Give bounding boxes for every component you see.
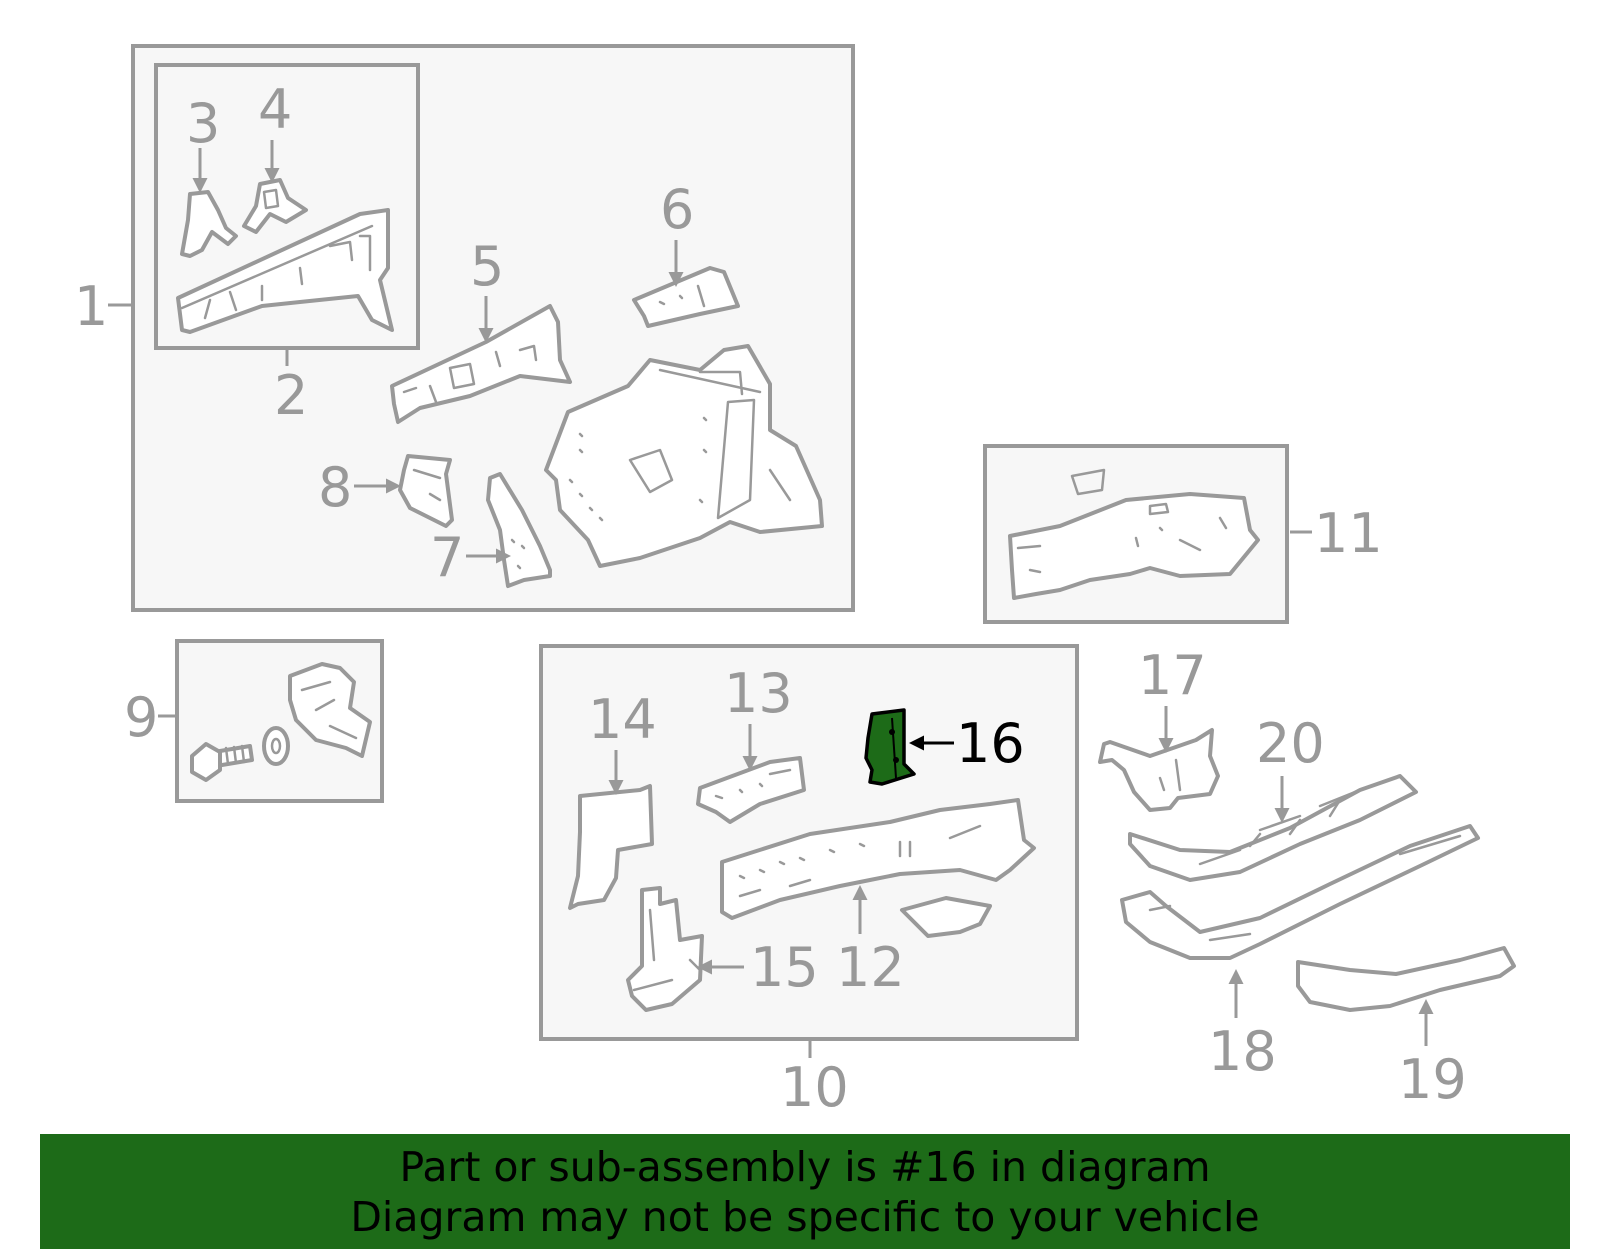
part-18-rocker bbox=[1120, 824, 1480, 960]
part-6-bracket bbox=[632, 266, 740, 328]
part-15-bracket bbox=[626, 886, 704, 1012]
part-8-bracket bbox=[398, 454, 454, 528]
callout-16-highlighted[interactable]: 16 bbox=[956, 712, 1025, 775]
part-12-bracket bbox=[900, 896, 992, 938]
part-9-bolt bbox=[190, 742, 254, 782]
callout-10: 10 bbox=[780, 1056, 849, 1119]
part-16-highlighted[interactable] bbox=[864, 708, 916, 786]
callout-5: 5 bbox=[470, 235, 504, 298]
info-banner: Part or sub-assembly is #16 in diagram D… bbox=[40, 1134, 1570, 1249]
callout-9: 9 bbox=[124, 686, 158, 749]
callout-13: 13 bbox=[724, 662, 793, 725]
part-20-rail bbox=[1128, 774, 1418, 882]
part-2-apron bbox=[176, 208, 394, 334]
callout-7: 7 bbox=[430, 526, 464, 589]
leader-lines bbox=[108, 140, 1434, 1058]
callout-20: 20 bbox=[1256, 712, 1325, 775]
callout-4: 4 bbox=[258, 78, 292, 141]
callout-6: 6 bbox=[660, 178, 694, 241]
callout-15: 15 bbox=[750, 936, 819, 999]
callout-8: 8 bbox=[318, 456, 352, 519]
callout-17: 17 bbox=[1138, 644, 1207, 707]
banner-line-2: Diagram may not be specific to your vehi… bbox=[350, 1193, 1260, 1241]
callout-3: 3 bbox=[186, 92, 220, 155]
callout-11: 11 bbox=[1314, 502, 1383, 565]
part-9-washer bbox=[262, 726, 290, 766]
part-wheelhouse-panel bbox=[544, 344, 824, 568]
callout-12: 12 bbox=[836, 936, 905, 999]
callout-18: 18 bbox=[1208, 1020, 1277, 1083]
callout-19: 19 bbox=[1398, 1048, 1467, 1111]
part-7-bracket bbox=[486, 472, 552, 588]
callout-14: 14 bbox=[588, 688, 657, 751]
banner-line-1: Part or sub-assembly is #16 in diagram bbox=[399, 1143, 1211, 1191]
part-19-extension bbox=[1296, 946, 1516, 1012]
part-5-reinforcement bbox=[390, 304, 572, 424]
callout-2: 2 bbox=[274, 364, 308, 427]
part-13-bracket bbox=[696, 756, 806, 824]
part-9-bracket bbox=[288, 662, 372, 758]
part-17-bracket bbox=[1098, 728, 1220, 812]
part-4-bracket bbox=[242, 178, 308, 234]
part-11-member bbox=[1008, 468, 1260, 600]
part-14-panel bbox=[568, 784, 654, 910]
callout-1: 1 bbox=[74, 275, 108, 338]
part-3-bracket bbox=[180, 190, 238, 258]
part-12-side-member bbox=[720, 798, 1036, 920]
